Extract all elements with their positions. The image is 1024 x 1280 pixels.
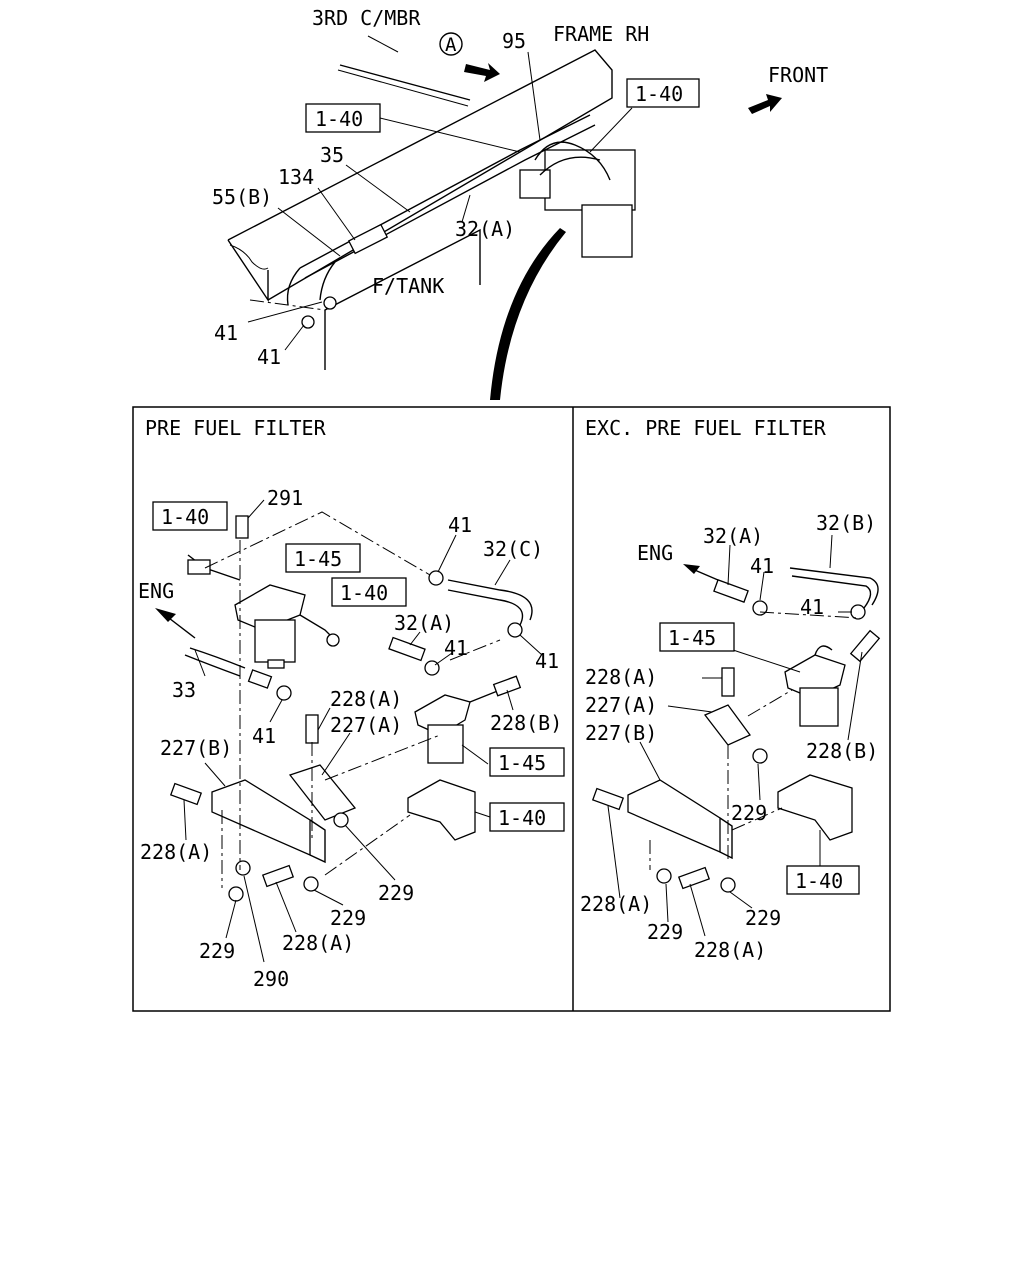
- ref-41-left-c: 41: [535, 649, 559, 673]
- eng-label-right: ENG: [637, 541, 673, 565]
- box-1-40-left-b-text: 1-40: [340, 581, 388, 605]
- box-1-45-right: [659, 622, 735, 652]
- ref-227b-left: 227(B): [160, 736, 232, 760]
- frame-label: FRAME RH: [553, 22, 649, 46]
- ref-35: 35: [320, 143, 344, 167]
- pre-fuel-filter-bowl: [254, 619, 296, 663]
- bracket-227a: [288, 764, 357, 821]
- frame-rail-end: [227, 239, 269, 303]
- ref-229-right-1: 229: [731, 801, 767, 825]
- right-filter-bowl: [799, 687, 839, 727]
- detail-arrow: [490, 228, 566, 400]
- ref-228b-right: 228(B): [806, 739, 878, 763]
- ref-227a-right: 227(A): [585, 693, 657, 717]
- fuel-tank: [324, 228, 481, 370]
- ref-229-left-2: 229: [330, 906, 366, 930]
- ref-32a-left: 32(A): [394, 611, 454, 635]
- eng-arrow-right-icon: [683, 564, 700, 574]
- box-1-40-left-a: [152, 501, 228, 531]
- bracket-227a-right: [703, 704, 751, 746]
- box-1-40-right: [786, 865, 860, 895]
- ref-32c: 32(C): [483, 537, 543, 561]
- top-fuel-filter-head: [544, 149, 636, 211]
- ref-229-right-2: 229: [745, 906, 781, 930]
- front-arrow-icon: [748, 94, 782, 114]
- fuel-tank-label: F/TANK: [372, 274, 444, 298]
- box-1-40-left-c: [489, 802, 565, 832]
- ref-229-left-3: 229: [199, 939, 235, 963]
- clip-41-lower: [301, 315, 315, 329]
- ref-291: 291: [267, 486, 303, 510]
- ref-32b: 32(B): [816, 511, 876, 535]
- ref-134: 134: [278, 165, 314, 189]
- ref-33: 33: [172, 678, 196, 702]
- left-panel-title: PRE FUEL FILTER: [145, 416, 327, 440]
- left-panel: PRE FUEL FILTER: [138, 416, 565, 991]
- ref-228a-right-2: 228(A): [580, 892, 652, 916]
- ref-41-right-a: 41: [750, 554, 774, 578]
- ref-290: 290: [253, 967, 289, 991]
- ref-228b-left: 228(B): [490, 711, 562, 735]
- ref-229-left-1: 229: [378, 881, 414, 905]
- ref-32a-right: 32(A): [703, 524, 763, 548]
- bolt-291: [235, 515, 249, 539]
- eng-arrow-left-icon: [155, 608, 176, 622]
- bracket-227b-right: [627, 779, 721, 853]
- box-1-40-left-b: [331, 577, 407, 607]
- ref-228a-left-3: 228(A): [282, 931, 354, 955]
- box-1-40-top-right: [626, 78, 700, 108]
- detail-frame: [132, 406, 891, 1012]
- top-assembly: 3RD C/MBR FRAME RH FRONT F/TANK A 95 35 …: [212, 6, 828, 400]
- ref-41-left-a: 41: [448, 513, 472, 537]
- ref-41-left-b: 41: [444, 636, 468, 660]
- right-mount-bracket: [777, 774, 853, 841]
- box-1-40-left-c-text: 1-40: [498, 806, 546, 830]
- box-1-45-left-a-text: 1-45: [294, 547, 342, 571]
- right-panel-title: EXC. PRE FUEL FILTER: [585, 416, 827, 440]
- box-1-45-right-text: 1-45: [668, 626, 716, 650]
- crossmember: [339, 64, 471, 101]
- ref-41-left-d: 41: [252, 724, 276, 748]
- ref-41-right-b: 41: [800, 595, 824, 619]
- box-1-40-left-a-text: 1-40: [161, 505, 209, 529]
- ref-229-right-3: 229: [647, 920, 683, 944]
- box-1-40-right-text: 1-40: [795, 869, 843, 893]
- ref-41-upper: 41: [214, 321, 238, 345]
- view-arrow-icon: [464, 63, 500, 82]
- view-marker-circle: [439, 32, 463, 56]
- clip-41-upper: [323, 296, 337, 310]
- box-1-45-left-a: [285, 543, 361, 573]
- ref-227b-right: 227(B): [585, 721, 657, 745]
- box-1-45-left-b: [489, 747, 565, 777]
- ref-41-lower: 41: [257, 345, 281, 369]
- ref-228a-left-2: 228(A): [140, 840, 212, 864]
- view-marker-letter: A: [445, 34, 457, 56]
- ref-227a-left: 227(A): [330, 713, 402, 737]
- crossmember-label: 3RD C/MBR: [312, 6, 421, 30]
- ref-228a-right-3: 228(A): [694, 938, 766, 962]
- box-1-45-left-b-text: 1-45: [498, 751, 546, 775]
- eng-label-left: ENG: [138, 579, 174, 603]
- ref-55b: 55(B): [212, 185, 272, 209]
- ref-32a: 32(A): [455, 217, 515, 241]
- bracket-227b: [211, 779, 311, 856]
- filter-mount-bracket: [407, 779, 476, 841]
- frame-rail: [227, 49, 613, 301]
- ref-228a-left-1: 228(A): [330, 687, 402, 711]
- box-1-40-top-left: [305, 103, 381, 133]
- front-label: FRONT: [768, 63, 828, 87]
- right-panel: EXC. PRE FUEL FILTER ENG: [580, 416, 881, 962]
- box-1-40-top-left-text: 1-40: [315, 107, 363, 131]
- top-fuel-filter-bowl: [581, 204, 633, 258]
- ref-95: 95: [502, 29, 526, 53]
- secondary-filter-bowl: [427, 724, 464, 764]
- ref-228a-right-1: 228(A): [585, 665, 657, 689]
- box-1-40-top-right-text: 1-40: [635, 82, 683, 106]
